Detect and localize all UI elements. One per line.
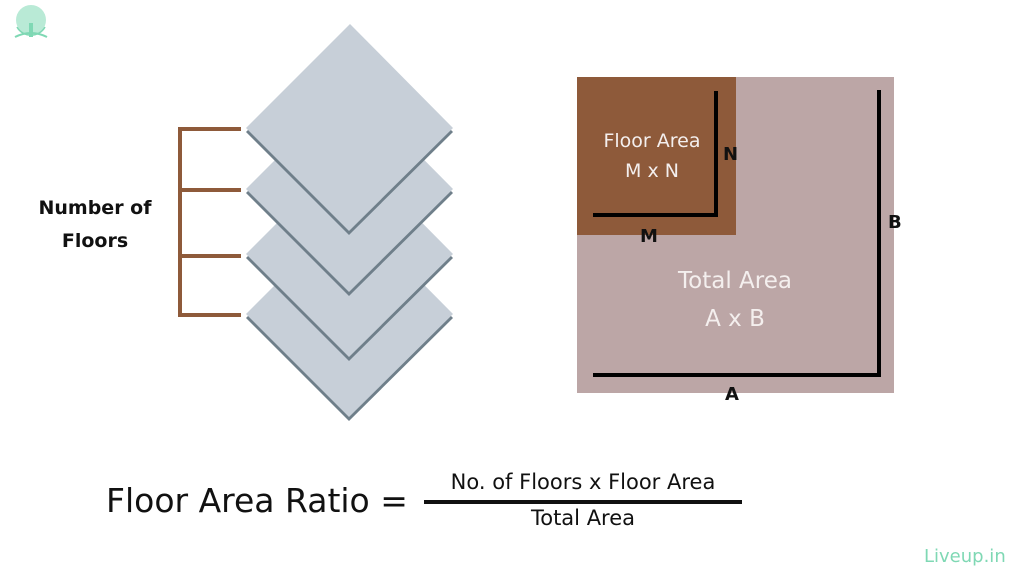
floors-bracket xyxy=(178,127,241,317)
floor-area-rect xyxy=(577,77,736,235)
formula-lhs: Floor Area Ratio = xyxy=(106,481,408,520)
total-area-dimension-lines xyxy=(593,90,881,377)
number-of-floors-line-2: Floors xyxy=(61,230,129,252)
floor-area-label: Floor Area M x N xyxy=(585,126,719,186)
floor-area-dimension-lines xyxy=(593,91,718,217)
dimension-label-a: A xyxy=(725,384,739,405)
total-area-label: Total Area A x B xyxy=(640,262,830,338)
number-of-floors-line-1: Number of xyxy=(38,197,152,219)
tree-of-life-icon xyxy=(14,5,48,38)
fraction-bar xyxy=(424,500,742,504)
floor-area-title: Floor Area xyxy=(603,130,701,152)
number-of-floors-label: Number of Floors xyxy=(20,192,170,258)
dimension-label-b: B xyxy=(888,212,902,233)
dimension-label-m: M xyxy=(640,226,658,247)
total-area-title: Total Area xyxy=(678,268,792,294)
total-area-formula: A x B xyxy=(705,306,765,332)
formula-numerator: No. of Floors x Floor Area xyxy=(450,470,716,494)
floor-diamond-1 xyxy=(246,24,453,235)
floor-area-formula: M x N xyxy=(625,160,679,182)
brand-watermark: Liveup.in xyxy=(924,546,1006,567)
formula-denominator: Total Area xyxy=(530,506,636,530)
dimension-label-n: N xyxy=(723,144,739,165)
